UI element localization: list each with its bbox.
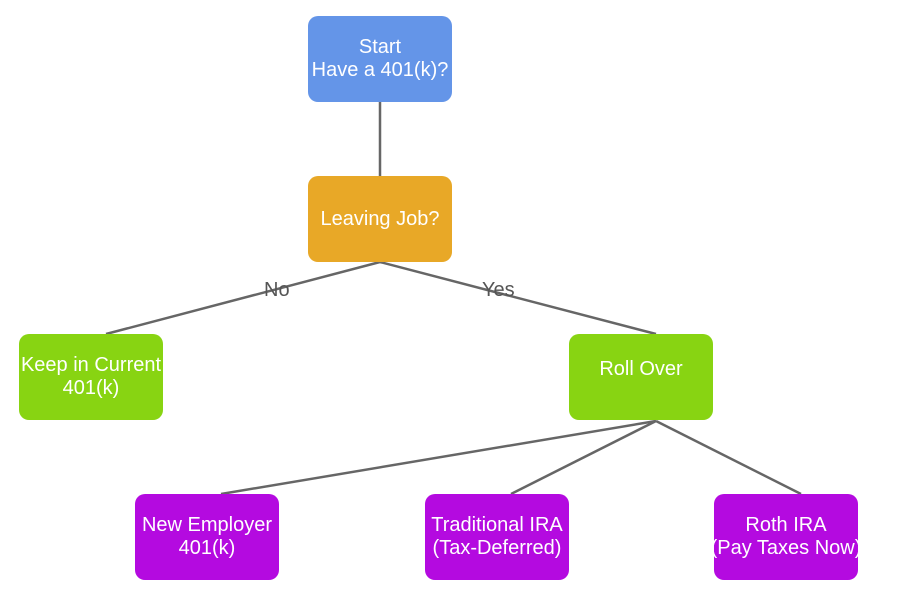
node-keep-current-line1: Keep in Current — [20, 354, 162, 376]
edge-leaving-job-to-roll-over — [379, 260, 657, 336]
node-new-employer: New Employer 401(k) — [135, 494, 279, 580]
node-new-employer-line1: New Employer — [141, 514, 273, 536]
node-leaving-job: Leaving Job? — [308, 176, 452, 262]
node-new-employer-line2: 401(k) — [178, 537, 236, 559]
node-leaving-job-label: Leaving Job? — [320, 207, 440, 230]
node-traditional-ira-line2: (Tax-Deferred) — [432, 537, 562, 559]
node-start-question: Have a 401(k)? — [311, 59, 449, 81]
node-start-title: Start — [358, 36, 402, 58]
node-roth-ira-line2: (Pay Taxes Now) — [710, 537, 862, 559]
edge-roll-over-to-traditional-ira — [510, 419, 657, 496]
node-traditional-ira-line1: Traditional IRA — [431, 514, 563, 536]
node-traditional-ira: Traditional IRA (Tax-Deferred) — [425, 494, 569, 580]
node-roll-over-label: Roll Over — [599, 358, 683, 380]
node-roth-ira: Roth IRA (Pay Taxes Now) — [711, 494, 861, 580]
edge-label-no: No — [264, 279, 290, 301]
node-roth-ira-line1: Roth IRA — [745, 514, 827, 536]
node-keep-current: Keep in Current 401(k) — [19, 334, 163, 420]
edge-label-yes: Yes — [482, 279, 515, 301]
node-start: Start Have a 401(k)? — [308, 16, 452, 102]
edge-roll-over-to-new-employer — [220, 419, 657, 496]
node-keep-current-line2: 401(k) — [62, 377, 120, 399]
node-roll-over: Roll Over — [569, 334, 713, 420]
edge-leaving-job-to-keep — [105, 260, 381, 336]
edge-roll-over-to-roth-ira — [655, 419, 802, 496]
